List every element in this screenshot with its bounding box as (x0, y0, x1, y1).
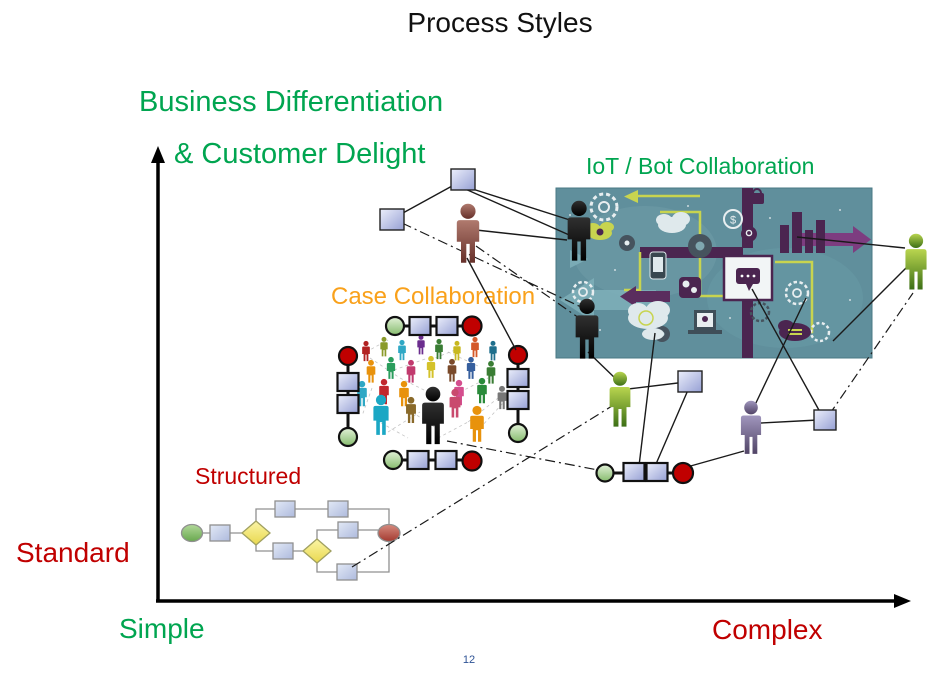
lock-icon (750, 188, 764, 204)
globe-icon (679, 277, 701, 298)
y-axis-arrowhead-icon (151, 146, 165, 163)
network-edges-dashdot (351, 222, 914, 568)
process-chain-right (506, 344, 530, 444)
process-chain-bottom (382, 449, 483, 472)
flow-gateway (302, 538, 332, 564)
node-square-left (379, 208, 405, 231)
label-structured: Structured (195, 463, 302, 489)
node-squares (379, 168, 837, 431)
crowd-central-person (422, 386, 444, 445)
node-square-mid-right (677, 370, 703, 393)
iot-collage-image: $ (555, 187, 873, 359)
label-customer-delight: & Customer Delight (174, 138, 426, 170)
gear-icons (571, 192, 831, 343)
laptop-icon (688, 310, 722, 334)
crowd-people (357, 334, 507, 445)
dollar-coin-icon: $ (723, 209, 743, 229)
process-chain-left (336, 345, 360, 448)
person-green-right (905, 233, 927, 290)
x-axis (156, 594, 911, 608)
label-standard: Standard (16, 537, 130, 568)
person-green-mid (609, 371, 631, 427)
dot-texture (569, 205, 851, 331)
purple-arrow-left-icon (620, 286, 670, 307)
person-maroon (456, 203, 480, 263)
dollar-glyph: $ (730, 215, 736, 227)
flow-start-event (180, 523, 204, 543)
x-axis-arrowhead-icon (894, 594, 911, 608)
chat-badge-icon (741, 226, 757, 245)
page-title: Process Styles (407, 7, 593, 38)
y-axis (151, 146, 165, 601)
label-case-collaboration: Case Collaboration (331, 283, 536, 310)
page-number: 12 (462, 654, 476, 666)
node-square-top (450, 168, 476, 191)
node-square-far-right (813, 409, 837, 431)
process-chain-top (384, 315, 483, 337)
person-purple (740, 400, 762, 454)
label-iot-bot-collaboration: IoT / Bot Collaboration (586, 153, 815, 179)
cloud-icons (628, 212, 690, 340)
chat-monitor-icon (722, 254, 774, 302)
case-collaboration-image (336, 315, 530, 472)
label-complex: Complex (712, 614, 823, 645)
flow-gateway (241, 520, 271, 546)
structured-flowchart-image (180, 500, 401, 581)
buildings-icon (780, 212, 825, 253)
label-simple: Simple (119, 613, 205, 644)
smartphone-icon (649, 251, 667, 280)
label-business-differentiation: Business Differentiation (139, 86, 444, 118)
lime-arrow-icon (624, 190, 638, 203)
flow-end-event (377, 523, 401, 543)
process-chain-bottom-right (595, 461, 695, 485)
